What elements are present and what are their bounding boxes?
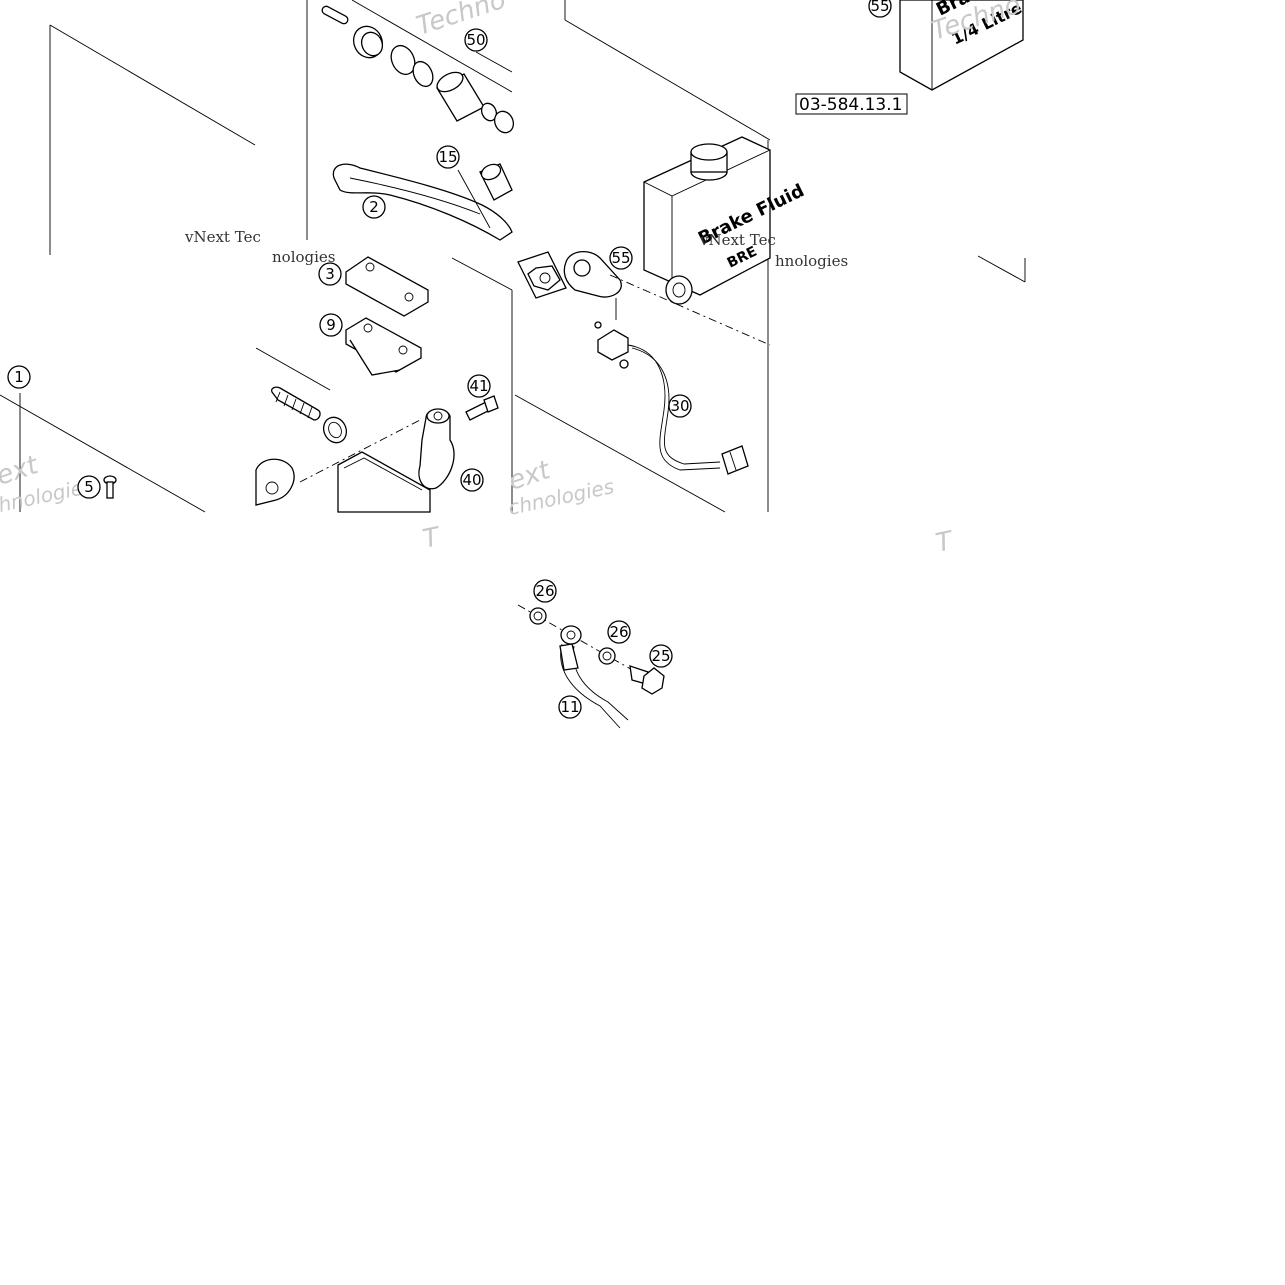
svg-text:40: 40 [462,471,481,489]
spring-and-oring [270,386,348,444]
callout-3: 3 [318,262,342,286]
pivot-bolt [457,163,513,229]
svg-text:9: 9 [326,316,336,334]
diaphragm [345,317,422,376]
svg-text:55: 55 [870,0,889,15]
watermark-text: vNext Tec [699,231,776,249]
master-cylinder-body [255,419,431,513]
fluid-reservoir: Brake Fluid BRE [643,136,808,305]
tile-masks [0,0,306,346]
watermark-text: nologies [272,248,336,266]
svg-text:11: 11 [560,698,579,716]
callout-15: 15 [436,145,460,169]
svg-text:3: 3 [325,265,335,283]
callout-1: 1 [7,365,31,389]
callout-26-left: 26 [533,579,557,603]
svg-text:25: 25 [651,647,670,665]
brake-lever [332,163,513,241]
callouts: 50 55 15 2 55 3 9 1 41 30 5 40 26 26 25 … [7,0,892,719]
watermark-text: T [420,522,444,555]
clamp-bolt [465,395,499,421]
watermark-text: vNext Tec [184,228,261,246]
callout-25: 25 [649,644,673,668]
mirror-clamp [418,408,455,490]
svg-text:41: 41 [469,377,488,395]
callout-2: 2 [362,195,386,219]
svg-text:15: 15 [438,148,457,166]
reservoir-cover [345,256,429,317]
cover-screw [103,475,117,499]
svg-text:1: 1 [14,368,24,386]
callout-30: 30 [668,394,692,418]
svg-text:26: 26 [535,582,554,600]
svg-text:2: 2 [369,198,379,216]
callout-26-right: 26 [607,620,631,644]
svg-text:26: 26 [609,623,628,641]
reference-code: 03-584.13.1 [795,93,908,115]
watermark-text: Techno [413,0,510,42]
callout-9: 9 [319,313,343,337]
handlebar-clamp [517,251,771,346]
reference-code-text: 03-584.13.1 [799,95,902,115]
callout-50: 50 [464,28,488,52]
callout-55-bottle: 55 [868,0,892,18]
watermark-text: T [933,526,957,559]
callout-5: 5 [77,475,101,499]
svg-text:55: 55 [611,249,630,267]
piston-kit-group [321,5,515,134]
callout-40: 40 [460,468,484,492]
callout-41: 41 [467,374,491,398]
callout-11: 11 [558,695,582,719]
brake-light-switch [594,298,749,475]
callout-55-clamp: 55 [609,246,633,270]
brake-hose-assembly [517,604,665,729]
watermark-text: hnologies [775,252,848,270]
brake-fluid-bottle: Bra 1/4 Litre [899,0,1025,91]
svg-text:30: 30 [670,397,689,415]
svg-text:5: 5 [84,478,94,496]
svg-text:50: 50 [466,31,485,49]
